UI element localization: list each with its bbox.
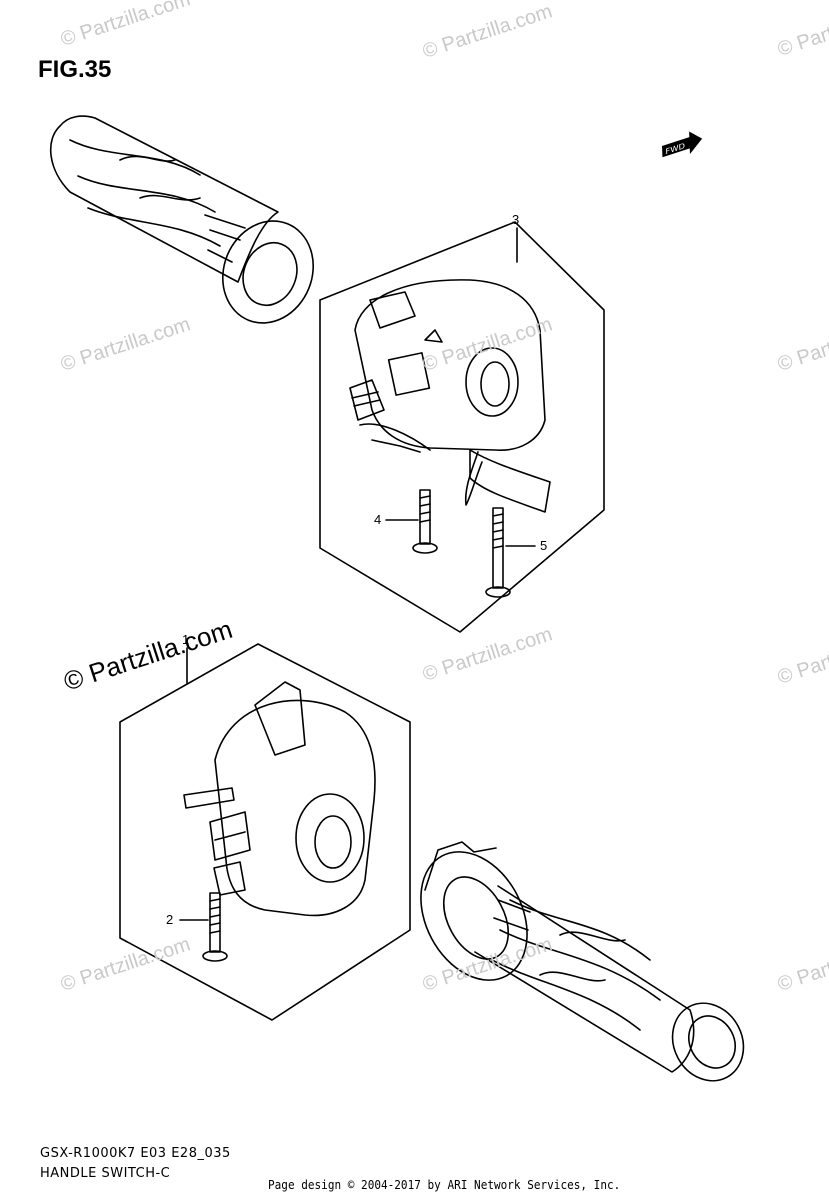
left-grip[interactable]	[49, 115, 329, 337]
callout-5[interactable]: 5	[540, 538, 548, 553]
callout-4[interactable]: 4	[374, 512, 382, 527]
fwd-label: FWD	[665, 141, 685, 157]
copyright-notice: Page design © 2004-2017 by ARI Network S…	[268, 1178, 621, 1192]
right-handle-switch[interactable]	[349, 279, 551, 513]
screw-4[interactable]	[412, 489, 438, 554]
callout-1[interactable]: 1	[182, 632, 190, 647]
left-handle-switch[interactable]	[183, 681, 376, 917]
screw-5[interactable]	[485, 507, 511, 598]
fwd-arrow-icon: FWD	[662, 131, 703, 158]
right-grip[interactable]	[400, 833, 757, 1093]
assembly-box-3	[319, 221, 605, 633]
footer-model-code: GSX-R1000K7 E03 E28_035	[40, 1146, 231, 1161]
callout-2[interactable]: 2	[166, 912, 174, 927]
figure-title: FIG.35	[38, 56, 112, 83]
assembly-box-1	[119, 643, 411, 1021]
callout-3[interactable]: 3	[512, 212, 520, 227]
footer-part-name: HANDLE SWITCH-C	[40, 1166, 171, 1181]
screw-2[interactable]	[202, 892, 228, 962]
